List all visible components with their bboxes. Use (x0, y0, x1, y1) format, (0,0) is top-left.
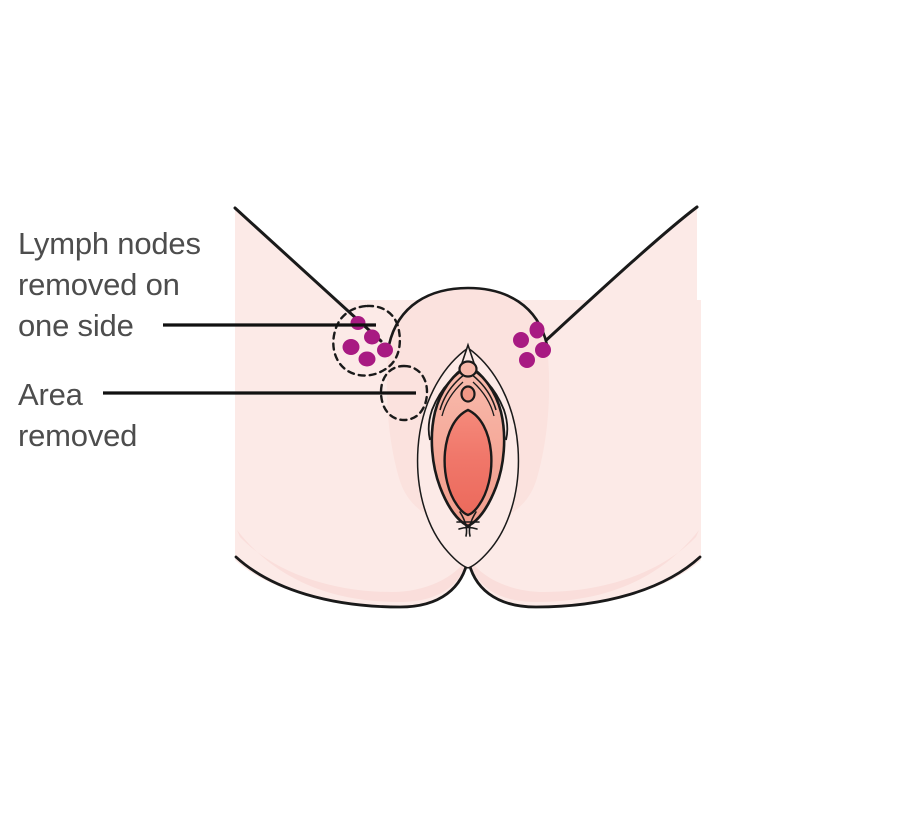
lymph-node (535, 342, 551, 358)
lymph-node (519, 352, 535, 368)
labial-fold-left-lower (441, 381, 464, 417)
outer-labia-right-line (467, 347, 520, 569)
labial-fold-right-inner (470, 373, 497, 411)
lymph-nodes-label-line-1: Lymph nodes (18, 226, 201, 261)
lymph-node-cluster-removed[interactable] (332, 304, 401, 377)
right-thigh-outline (540, 205, 699, 346)
lymph-node (364, 329, 380, 345)
urethral-opening (460, 385, 476, 403)
perineum-anus-mark (456, 511, 480, 537)
area-removed-label: Area removed (18, 377, 137, 453)
lymph-nodes-removed-label: Lymph nodes removed on one side (18, 226, 201, 343)
lymph-node (350, 316, 366, 330)
lymph-node-cluster-intact (513, 321, 551, 368)
clitoral-glans (458, 360, 478, 378)
outer-labia-left-line (416, 347, 469, 569)
vestibule (443, 408, 493, 517)
lymph-node (342, 339, 360, 355)
labial-fold-right-lower (472, 381, 495, 417)
labial-fold-left-outer (427, 367, 467, 441)
area-removed-dashed-marker[interactable] (379, 364, 429, 422)
labial-fold-right-outer (469, 367, 509, 441)
clitoris-group (458, 342, 478, 378)
mons-pubis-outline (387, 286, 549, 347)
right-buttock-outline (466, 555, 702, 609)
lymph-node (529, 321, 545, 339)
lymph-node (358, 351, 376, 367)
lymph-nodes-label-line-3: one side (18, 308, 134, 343)
lymph-node (513, 332, 529, 348)
lymph-node (377, 342, 393, 358)
lymph-node-dashed-outline (332, 304, 401, 377)
labial-fold-left-inner (439, 373, 466, 411)
lymph-nodes-label-line-2: removed on (18, 267, 180, 302)
area-removed-label-line-1: Area (18, 377, 84, 412)
area-removed-label-line-2: removed (18, 418, 137, 453)
left-buttock-outline (234, 555, 470, 609)
